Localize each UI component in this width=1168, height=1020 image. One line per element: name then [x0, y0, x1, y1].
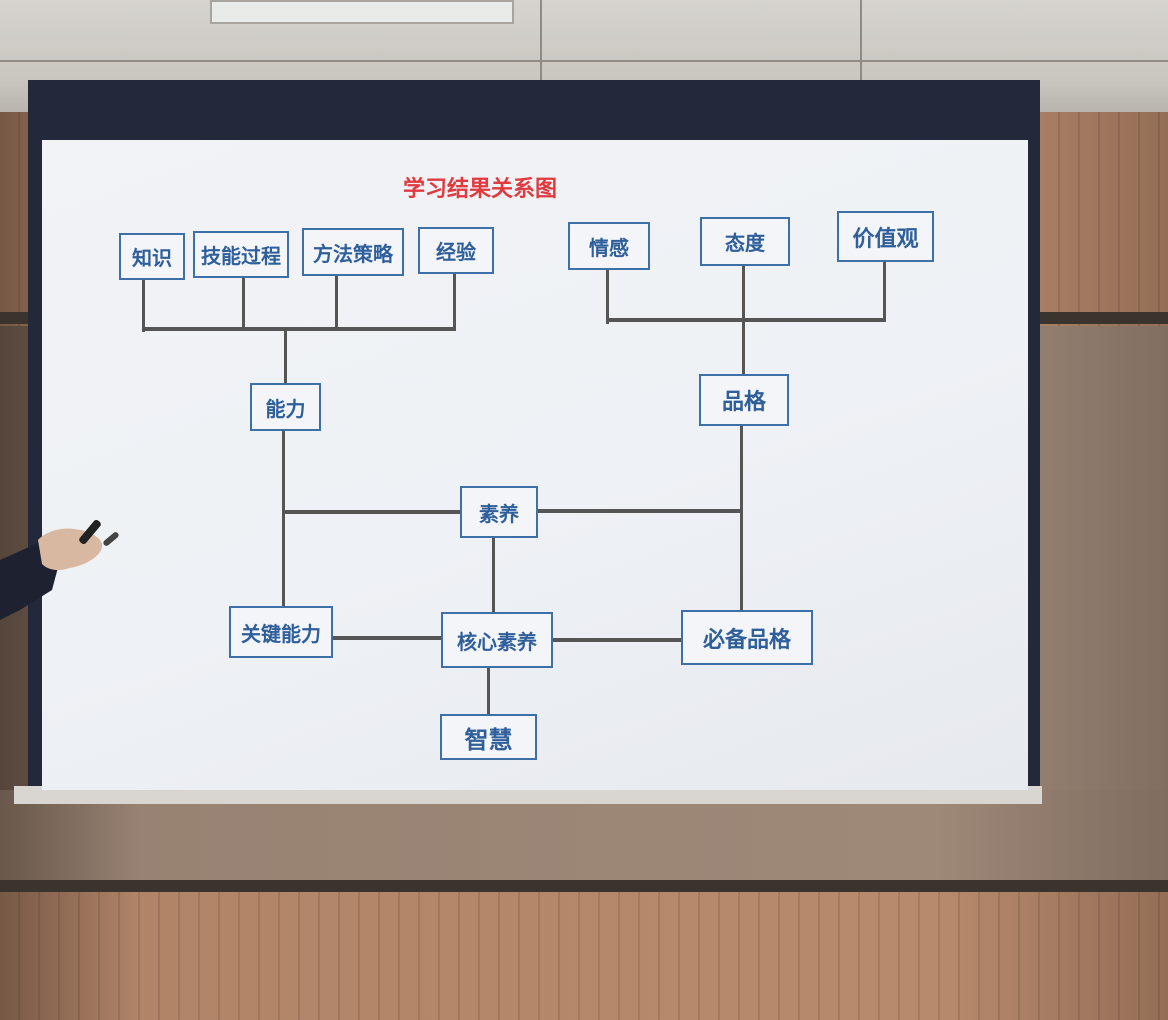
node-method-strategy: 方法策略: [302, 228, 404, 276]
connector-line: [242, 278, 245, 330]
connector-line: [606, 270, 609, 324]
connector-line: [335, 276, 338, 328]
node-character: 品格: [699, 374, 789, 426]
wall-rail: [0, 880, 1168, 892]
finger-shadow: [103, 532, 119, 546]
connector-line: [453, 274, 456, 328]
node-knowledge: 知识: [119, 233, 185, 280]
connector-line: [142, 327, 456, 331]
node-key-ability: 关键能力: [229, 606, 333, 658]
connector-line: [537, 509, 741, 513]
presenter-hand: [0, 520, 119, 620]
connector-line: [553, 638, 683, 642]
ceiling-grid-line: [540, 0, 542, 80]
connector-line: [332, 636, 442, 640]
connector-line: [740, 426, 743, 610]
node-literacy: 素养: [460, 486, 538, 538]
node-wisdom: 智慧: [440, 714, 537, 760]
ceiling-grid-line: [860, 0, 862, 80]
connector-line: [284, 330, 287, 383]
connector-line: [487, 668, 490, 714]
diagram-title: 学习结果关系图: [402, 177, 557, 202]
remote-icon: [79, 520, 101, 545]
node-core-literacy: 核心素养: [441, 612, 553, 668]
node-skill-process: 技能过程: [193, 231, 289, 278]
connector-line: [883, 262, 886, 320]
node-ability: 能力: [250, 383, 321, 431]
connector-line: [284, 510, 461, 514]
node-values: 价值观: [837, 211, 934, 262]
wall-panel: [0, 790, 1168, 882]
connector-line: [606, 318, 886, 322]
connector-line: [492, 538, 495, 612]
ceiling-grid-line: [0, 60, 1168, 62]
node-emotion: 情感: [568, 222, 650, 270]
node-essential-character: 必备品格: [681, 610, 813, 665]
connector-line: [282, 430, 285, 606]
node-attitude: 态度: [700, 217, 790, 266]
connector-line: [142, 280, 145, 332]
ceiling-light: [210, 0, 514, 24]
screen-bottom-bar: [14, 786, 1042, 804]
node-experience: 经验: [418, 227, 494, 274]
